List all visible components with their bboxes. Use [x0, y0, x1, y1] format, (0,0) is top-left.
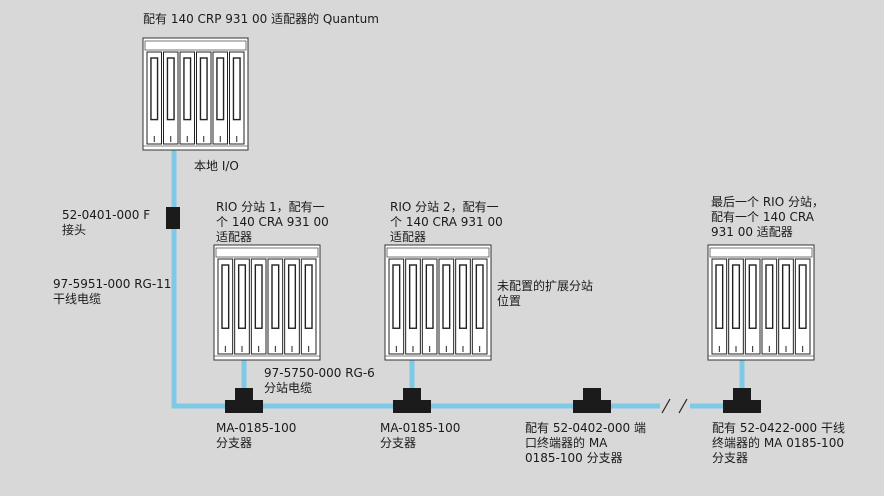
- module-window: [199, 57, 208, 121]
- module-window: [425, 264, 434, 329]
- module-window: [392, 264, 401, 329]
- rio2-rack: [384, 244, 492, 361]
- module-window: [150, 57, 159, 121]
- local-rack: [142, 37, 249, 151]
- taps: [166, 207, 761, 413]
- module-window: [765, 264, 774, 329]
- tap-1: [225, 388, 263, 413]
- rack-top-rail: [144, 40, 247, 51]
- tap-body: [573, 400, 611, 413]
- rack-top-rail: [386, 247, 490, 258]
- module-window: [287, 264, 297, 329]
- module-window: [254, 264, 263, 329]
- module-window: [442, 264, 451, 329]
- module-window: [715, 264, 724, 329]
- module-window: [408, 264, 418, 329]
- module-window: [216, 57, 225, 121]
- f-connector: [166, 207, 180, 229]
- tap-body: [393, 400, 431, 413]
- tap-stem: [235, 388, 253, 400]
- rio1-rack: [213, 244, 321, 361]
- tap-stem: [403, 388, 421, 400]
- trunk-cable: [171, 150, 660, 409]
- tap-2: [393, 388, 431, 413]
- tap2-label: MA-0185-100 分支器: [380, 421, 461, 450]
- module-window: [475, 264, 484, 329]
- last-rio-rack: [707, 244, 815, 361]
- drop-cable-label: 97-5750-000 RG-6 分站电缆: [264, 366, 375, 395]
- racks: [142, 37, 815, 361]
- rio1-label: RIO 分站 1，配有一 个 140 CRA 931 00 适配器: [216, 200, 329, 244]
- tap-stem: [733, 388, 751, 400]
- last-rio-label: 最后一个 RIO 分站， 配有一个 140 CRA 931 00 适配器: [711, 195, 824, 239]
- f-connector-label: 52-0401-000 F 接头: [62, 208, 151, 237]
- tap-3: [573, 388, 611, 413]
- rack-top-rail: [215, 247, 319, 258]
- rack-top-rail: [709, 247, 813, 258]
- module-window: [798, 264, 807, 329]
- tap4-label: 配有 52-0422-000 干线 终端器的 MA 0185-100 分支器: [712, 421, 846, 465]
- unconfigured-label: 未配置的扩展分站 位置: [497, 279, 594, 308]
- trunk-cable-label: 97-5951-000 RG-11 干线电缆: [53, 277, 172, 306]
- module-window: [304, 264, 313, 329]
- module-window: [237, 264, 247, 329]
- module-window: [183, 57, 192, 121]
- break-mark: [678, 398, 688, 414]
- module-window: [731, 264, 741, 329]
- module-window: [271, 264, 280, 329]
- module-window: [166, 57, 175, 121]
- module-window: [748, 264, 757, 329]
- tap3-label: 配有 52-0402-000 端 口终端器的 MA 0185-100 分支器: [525, 421, 647, 465]
- rio2-label: RIO 分站 2，配有一 个 140 CRA 931 00 适配器: [390, 200, 503, 244]
- module-window: [781, 264, 791, 329]
- module-window: [232, 57, 241, 121]
- break-mark: [661, 398, 671, 414]
- tap-stem: [583, 388, 601, 400]
- tap1-label: MA-0185-100 分支器: [216, 421, 297, 450]
- module-window: [221, 264, 230, 329]
- head-title: 配有 140 CRP 931 00 适配器的 Quantum: [143, 12, 379, 26]
- local-io-label: 本地 I/O: [194, 159, 239, 173]
- tap-4: [723, 388, 761, 413]
- tap-body: [225, 400, 263, 413]
- module-window: [458, 264, 468, 329]
- cables: [171, 150, 745, 414]
- tap-body: [723, 400, 761, 413]
